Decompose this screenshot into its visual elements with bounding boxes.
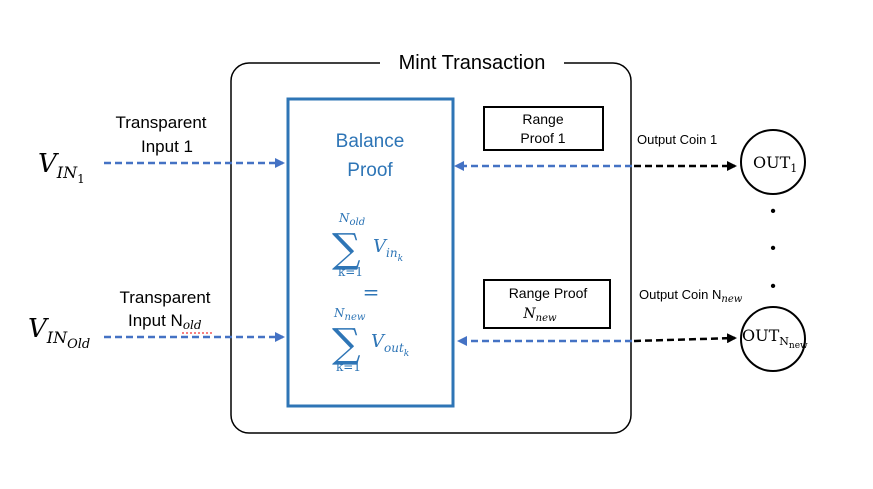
equals-sign: = — [363, 280, 380, 304]
range-proof-1-box — [483, 106, 604, 151]
ellipsis-dot: • — [770, 240, 776, 257]
input-old-label-line1: Transparent — [119, 288, 210, 307]
input-old-label-line2: Input Nold — [128, 311, 202, 332]
mint-transaction-title: Mint Transaction — [399, 52, 546, 74]
output-1-label: Output Coin 1 — [637, 132, 717, 147]
output-coin-n-circle — [740, 306, 806, 372]
input-1-symbol: VIN1 — [38, 149, 85, 186]
output-n-label: Output Coin Nnew — [639, 287, 743, 305]
svg-text:Nold: Nold — [338, 211, 365, 228]
sigma-symbol: ∑ — [332, 226, 361, 272]
mint-transaction-box — [230, 62, 632, 434]
balance-proof-title-line1: Balance — [336, 131, 405, 152]
svg-text:Voutk: Voutk — [371, 331, 409, 359]
range-proof-1-line2: Proof 1 — [520, 130, 565, 146]
input-1-label-line1: Transparent — [115, 113, 206, 132]
input-1-label-line2: Input 1 — [141, 137, 193, 156]
sum-output-values: Nnew ∑ k=1 Voutk — [332, 306, 409, 374]
balance-proof-title-line2: Proof — [347, 160, 393, 181]
range-proof-1-line1: Range — [522, 111, 563, 127]
range-proof-n-line2: Nnew — [522, 306, 557, 324]
input-old-symbol: VINOld — [28, 314, 90, 352]
range-proof-n-box — [483, 279, 611, 329]
sum-input-values: Nold ∑ k=1 Vink — [332, 211, 403, 279]
range-proof-n-line1: Range Proof — [509, 285, 588, 301]
output-coin-1-text: OUT1 — [753, 153, 797, 175]
svg-text:∑: ∑ — [332, 321, 361, 367]
ellipsis-dot: • — [770, 278, 776, 295]
svg-text:Vink: Vink — [373, 236, 403, 264]
output-n-arrow — [633, 333, 737, 344]
svg-text:Nnew: Nnew — [333, 306, 366, 323]
output-coin-n-text: OUTNnew — [742, 326, 808, 351]
svg-text:k=1: k=1 — [338, 265, 363, 279]
balance-proof-box — [286, 97, 455, 408]
ellipsis-dot: • — [770, 203, 776, 220]
output-coin-1-circle — [740, 129, 806, 195]
svg-text:k=1: k=1 — [336, 360, 361, 374]
